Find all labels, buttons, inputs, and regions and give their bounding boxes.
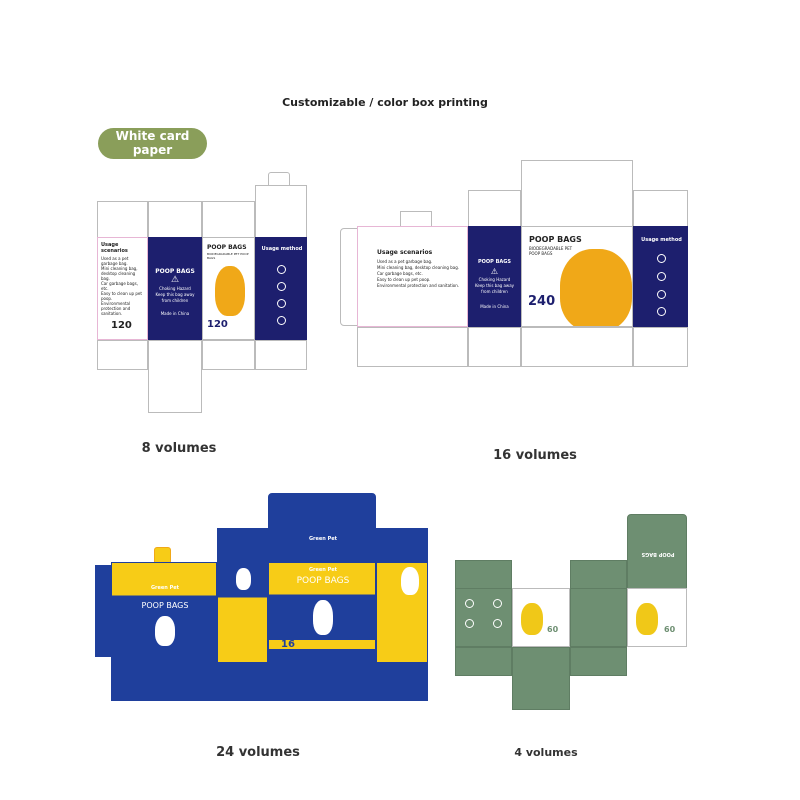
step-icon [277, 299, 286, 308]
material-badge: White card paper [98, 128, 207, 159]
count: 240 [528, 294, 556, 309]
brand-top: Green Pet [308, 536, 338, 542]
brand-top: Green Pet [308, 567, 338, 573]
step-icon [277, 316, 286, 325]
step-icon [657, 290, 666, 299]
corgi-illustration [215, 266, 245, 316]
step-icon [493, 619, 502, 628]
warning-icon: ⚠ [170, 275, 180, 285]
usage-title: Usage scenarios [101, 242, 128, 254]
subtitle: BIODEGRADABLE PET POOP BAGS [207, 252, 249, 260]
step-icon [465, 619, 474, 628]
warning-icon: ⚠ [490, 267, 499, 276]
label-24-volumes: 24 volumes [216, 745, 300, 760]
dog-illustration [236, 568, 251, 590]
brand: POOP BAGS [641, 551, 675, 557]
corgi-illustration [560, 249, 632, 326]
label-8-volumes: 8 volumes [141, 441, 217, 456]
count: 16 [281, 639, 295, 650]
brand: POOP BAGS [141, 601, 189, 610]
corgi-illustration [521, 603, 543, 635]
subtitle: BIODEGRADABLE PET POOP BAGS [529, 246, 573, 256]
corgi-illustration [636, 603, 658, 635]
count: 60 [547, 625, 559, 634]
step-icon [493, 599, 502, 608]
dog-illustration [155, 616, 175, 646]
count: 60 [664, 625, 676, 634]
dog-illustration [401, 567, 419, 595]
count: 120 [111, 320, 132, 331]
brand: POOP BAGS [296, 576, 350, 586]
brand: POOP BAGS [478, 259, 511, 265]
method-title: Usage method [261, 246, 303, 252]
usage-title: Usage scenarios [377, 249, 433, 256]
label-4-volumes: 4 volumes [514, 746, 578, 759]
step-icon [465, 599, 474, 608]
step-icon [657, 254, 666, 263]
brand-top: Green Pet [150, 585, 180, 591]
brand: POOP BAGS [155, 268, 195, 275]
brand: POOP BAGS [207, 244, 247, 251]
usage-list: Used as a pet garbage bag.Mini cleaning … [101, 256, 142, 316]
step-icon [657, 272, 666, 281]
origin: Made in China [480, 304, 509, 309]
usage-list: Used as a pet garbage bag.Mini cleaning … [377, 259, 460, 288]
step-icon [657, 307, 666, 316]
brand: POOP BAGS [529, 235, 582, 244]
dog-illustration [313, 600, 333, 635]
step-icon [277, 265, 286, 274]
origin: Made in China [160, 311, 190, 316]
count: 120 [207, 319, 228, 330]
method-title: Usage method [641, 237, 682, 243]
step-icon [277, 282, 286, 291]
page-title: Customizable / color box printing [282, 96, 488, 109]
label-16-volumes: 16 volumes [493, 448, 577, 463]
